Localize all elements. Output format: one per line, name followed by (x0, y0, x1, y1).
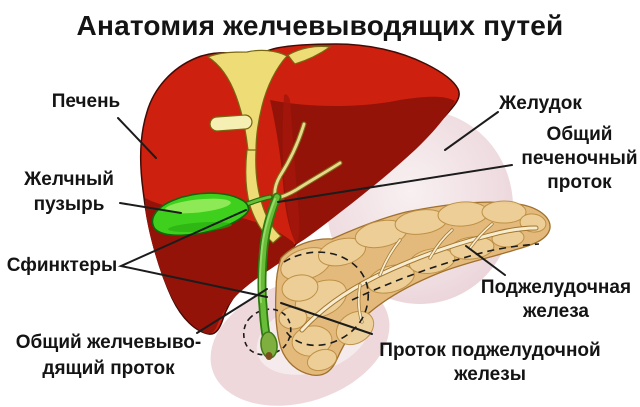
sphincters-label: Сфинктеры (6, 255, 118, 276)
pancreas-pointer-line (465, 245, 506, 276)
gallbladder-label-line2: пузырь (33, 194, 105, 215)
common-hepatic-duct-label: Общий печеночный проток (516, 123, 640, 195)
diagram-title: Анатомия желчевыводящих путей (76, 10, 564, 41)
sphincters-pointer-lines (117, 209, 268, 298)
dashed-duct-outline (242, 243, 540, 356)
common-hepatic-duct-label-line2: печеночный (521, 148, 638, 169)
gallbladder-label-line1: Желчный (24, 169, 114, 190)
pancreatic-duct-pointer-line (280, 302, 373, 335)
common-bile-duct-label: Общий желчевыво- дящий проток (8, 330, 209, 382)
common-bile-duct-label-line2: дящий проток (42, 358, 175, 379)
pancreas-lobules (278, 200, 547, 372)
pancreatic-duct-label-line2: железы (454, 364, 526, 385)
pointer-lines (117, 111, 513, 335)
gallbladder-pointer-line (119, 202, 182, 214)
liver-label: Печень (51, 91, 121, 112)
gallbladder-shape (151, 192, 250, 237)
pancreas-label: Поджелудочная железа (472, 276, 640, 324)
common-hepatic-duct-label-line1: Общий (546, 124, 613, 145)
common-hepatic-duct-pointer-line (277, 164, 513, 203)
gallbladder-label: Желчный пузырь (14, 167, 124, 217)
common-hepatic-duct-label-line3: проток (547, 172, 612, 193)
common-bile-duct-pointer-line (196, 288, 268, 334)
pancreatic-duct-label-line1: Проток поджелудочной (379, 340, 601, 361)
common-bile-duct-label-line1: Общий желчевыво- (15, 332, 202, 353)
hepatic-ducts-shape (272, 121, 343, 201)
pancreas-label-line2: железа (523, 301, 589, 322)
pancreas-shape (242, 200, 551, 377)
pancreatic-duct-label: Проток поджелудочной железы (370, 339, 610, 387)
common-bile-duct-shape (239, 192, 282, 360)
falciform-ligament-shape (206, 45, 332, 244)
stomach-label: Желудок (499, 93, 582, 114)
pancreas-label-line1: Поджелудочная (480, 277, 632, 298)
pancreatic-duct-shape (299, 222, 539, 333)
stomach-pointer-line (444, 111, 499, 151)
liver-pointer-line (117, 117, 157, 159)
